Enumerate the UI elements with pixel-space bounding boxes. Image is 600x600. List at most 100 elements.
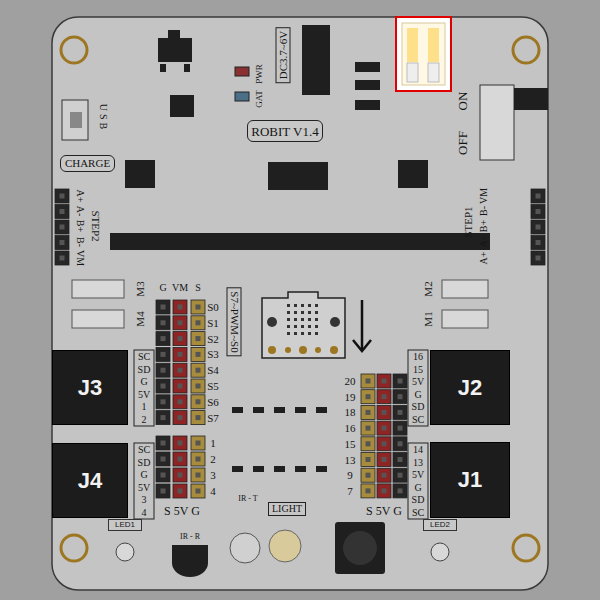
highlighted-connector bbox=[396, 17, 451, 91]
board-label: SC bbox=[138, 445, 150, 455]
node-text: CHARGE bbox=[65, 158, 110, 169]
board-label: G bbox=[414, 483, 421, 493]
label-box: LED1 bbox=[108, 519, 142, 531]
board-label: 4 bbox=[210, 486, 216, 497]
node-text: LED1 bbox=[115, 521, 135, 529]
board-label: A+ bbox=[75, 190, 85, 203]
board-label: 9 bbox=[347, 470, 353, 481]
microbit-icon bbox=[262, 292, 345, 358]
board-label: B+ bbox=[479, 220, 489, 232]
board-label: 18 bbox=[345, 407, 356, 418]
board-label: S4 bbox=[207, 365, 219, 376]
mounting-holes bbox=[61, 37, 539, 561]
board-label: S bbox=[195, 283, 201, 293]
board-label: M2 bbox=[423, 281, 434, 296]
leds bbox=[116, 67, 449, 563]
board-label: 5V bbox=[412, 377, 424, 387]
board-label: 13 bbox=[413, 458, 423, 468]
board-label: PWR bbox=[255, 64, 264, 84]
connector-block: J3 bbox=[52, 350, 128, 425]
board-label: S7 bbox=[207, 412, 219, 423]
board-label: 1 bbox=[210, 438, 216, 449]
board-label: 5V bbox=[412, 470, 424, 480]
board-label: STEP1 bbox=[463, 206, 474, 237]
components bbox=[110, 25, 548, 577]
board-label: 16 bbox=[413, 352, 423, 362]
label-box: CHARGE bbox=[60, 155, 115, 172]
board-label: S 5V G bbox=[366, 505, 402, 517]
board-label: S0 bbox=[207, 302, 219, 313]
board-label: OFF bbox=[456, 131, 469, 155]
board-label: A- bbox=[479, 237, 489, 248]
board-label: G bbox=[140, 377, 147, 387]
board-label: 13 bbox=[345, 454, 356, 465]
insert-arrow bbox=[353, 300, 371, 351]
label-box: ROBIT V1.4 bbox=[247, 120, 323, 142]
connector-block: J2 bbox=[430, 350, 510, 425]
board-label: 15 bbox=[413, 365, 423, 375]
board-label: S2 bbox=[207, 333, 219, 344]
board-label: 20 bbox=[345, 376, 356, 387]
label-box: LED2 bbox=[423, 519, 457, 531]
board-label: S5 bbox=[207, 381, 219, 392]
board-label: S6 bbox=[207, 396, 219, 407]
board-label: 14 bbox=[413, 445, 423, 455]
board-label: SD bbox=[138, 458, 151, 468]
board-label: ON bbox=[456, 92, 469, 111]
board-label: DC3.7~6V bbox=[276, 27, 291, 83]
board-label: 2 bbox=[210, 454, 216, 465]
board-label: M3 bbox=[135, 281, 146, 296]
board-label: B- bbox=[75, 237, 85, 247]
board-label: 3 bbox=[142, 495, 147, 505]
board-label: S 5V G bbox=[164, 505, 200, 517]
board-label: VM bbox=[172, 283, 188, 293]
node-text: J3 bbox=[78, 377, 102, 399]
board-label: SD bbox=[138, 365, 151, 375]
board-label: 1 bbox=[142, 402, 147, 412]
node-text: J4 bbox=[78, 470, 102, 492]
board-label: M1 bbox=[423, 311, 434, 326]
board-label: M4 bbox=[135, 311, 146, 326]
board-label: S7~PWM~S0 bbox=[227, 287, 242, 356]
board-label: STEP2 bbox=[90, 210, 101, 241]
board-label: B- bbox=[479, 206, 489, 216]
connector-block: J4 bbox=[52, 443, 128, 518]
board-label: G bbox=[140, 470, 147, 480]
board-label: USB bbox=[98, 104, 108, 132]
board-label: SD bbox=[412, 402, 425, 412]
board-label: 7 bbox=[347, 485, 353, 496]
board-label: GAT bbox=[255, 90, 264, 108]
board-label: IR - T bbox=[238, 495, 257, 503]
board-label: VM bbox=[479, 188, 489, 204]
node-text: LED2 bbox=[430, 521, 450, 529]
board-label: 3 bbox=[210, 470, 216, 481]
board-label: A- bbox=[75, 206, 85, 217]
board-label: SC bbox=[412, 508, 424, 518]
board-outline bbox=[52, 17, 548, 590]
board-label: 16 bbox=[345, 423, 356, 434]
board-label: B+ bbox=[75, 220, 85, 232]
board-label: 5V bbox=[138, 483, 150, 493]
board-label: IR - R bbox=[180, 533, 200, 541]
board-label: SD bbox=[412, 495, 425, 505]
usb-port bbox=[62, 100, 88, 140]
smd-parts bbox=[232, 407, 327, 472]
board-label: 4 bbox=[142, 508, 147, 518]
board-label: A+ bbox=[479, 252, 489, 265]
node-text: J2 bbox=[458, 377, 482, 399]
label-frames bbox=[134, 350, 428, 519]
board-label: G bbox=[159, 283, 166, 293]
board-label: 2 bbox=[142, 415, 147, 425]
board-label: 15 bbox=[345, 438, 356, 449]
board-label: SC bbox=[138, 352, 150, 362]
board-label: SC bbox=[412, 415, 424, 425]
board-label: S1 bbox=[207, 317, 219, 328]
board-label: VM bbox=[75, 250, 85, 266]
node-text: J1 bbox=[458, 469, 482, 491]
board-label: G bbox=[414, 390, 421, 400]
board-label: LIGHT bbox=[268, 502, 306, 516]
connector-block: J1 bbox=[430, 442, 510, 518]
board-label: 5V bbox=[138, 390, 150, 400]
node-text: ROBIT V1.4 bbox=[251, 125, 318, 138]
